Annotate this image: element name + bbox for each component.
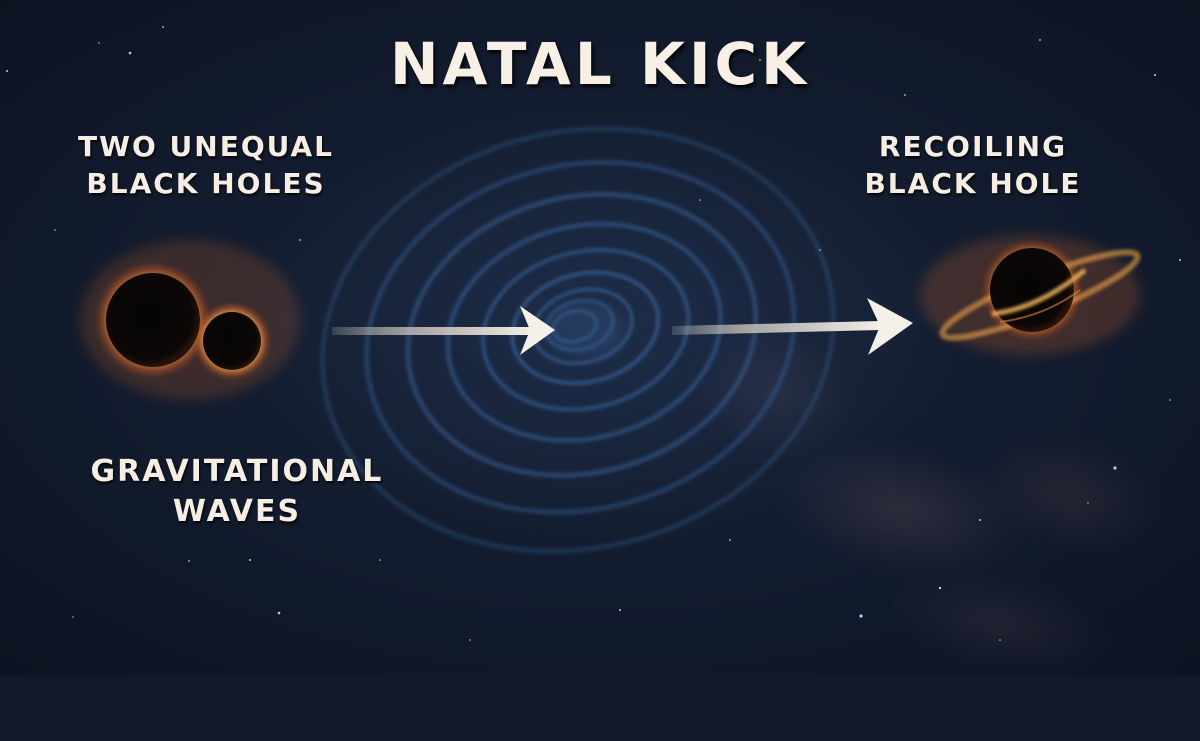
wave-center-glow <box>545 302 625 358</box>
remnant-label: RECOILING BLACK HOLE <box>842 128 1104 202</box>
arrow-right-icon-incoming <box>332 306 555 355</box>
binary-label: TWO UNEQUAL BLACK HOLES <box>64 128 348 202</box>
binary-label-line2: BLACK HOLES <box>86 167 326 200</box>
small-black-hole <box>203 312 261 370</box>
binary-label-line1: TWO UNEQUAL <box>77 130 335 163</box>
page-title: NATAL KICK <box>389 30 811 98</box>
waves-label-line2: WAVES <box>172 494 302 529</box>
binary-black-holes-icon <box>80 240 300 400</box>
large-black-hole <box>106 273 200 367</box>
accretion-disk-front <box>991 268 1087 317</box>
arrow-right-icon-outgoing <box>672 298 913 355</box>
waves-label-line1: GRAVITATIONAL <box>90 454 384 489</box>
remnant-label-line2: BLACK HOLE <box>864 167 1082 200</box>
diagram-graphics <box>5 26 1181 641</box>
stars <box>5 26 1181 641</box>
waves-label: GRAVITATIONAL WAVES <box>62 452 412 532</box>
gravitational-wave-rings <box>320 126 836 554</box>
remnant-label-line1: RECOILING <box>878 130 1068 163</box>
recoiling-black-hole-icon <box>920 235 1141 355</box>
